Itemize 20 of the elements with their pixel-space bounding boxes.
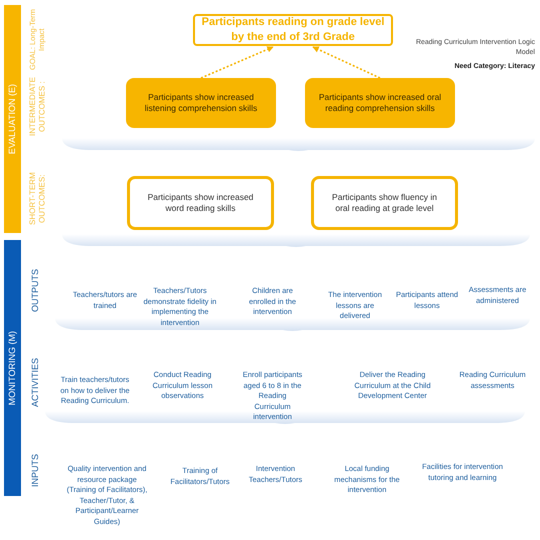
row-heading: INTERMEDIATE OUTCOMES :	[28, 76, 48, 138]
outcome-box	[127, 176, 274, 230]
dotted-arrow	[200, 46, 274, 79]
box-text: Participants show fluency in oral reading at grade level	[331, 192, 438, 214]
box-text: Participants show increased word reading skills	[146, 192, 254, 214]
outcome-box	[305, 78, 455, 128]
row-heading: ACTIVITIES	[30, 356, 41, 409]
row-heading: OUTPUTS	[30, 268, 41, 314]
evaluation-bar	[4, 5, 21, 233]
row-heading: INPUTS	[30, 452, 41, 489]
row-heading: SHORT-TERM OUTCOMES:	[28, 172, 48, 228]
outcome-box	[126, 78, 276, 128]
box-text: Participants show increased oral reading comprehension skills	[318, 92, 442, 114]
dotted-arrow	[312, 46, 380, 79]
box-text: Participants show increased listening comprehension skills	[144, 92, 258, 114]
outcome-box	[311, 176, 458, 230]
box-text: Participants reading on grade level by the end of 3rd Grade	[201, 15, 385, 45]
section-label: MONITORING (M)	[7, 330, 18, 406]
section-label: EVALUATION (E)	[7, 84, 18, 154]
monitoring-bar	[4, 240, 21, 496]
